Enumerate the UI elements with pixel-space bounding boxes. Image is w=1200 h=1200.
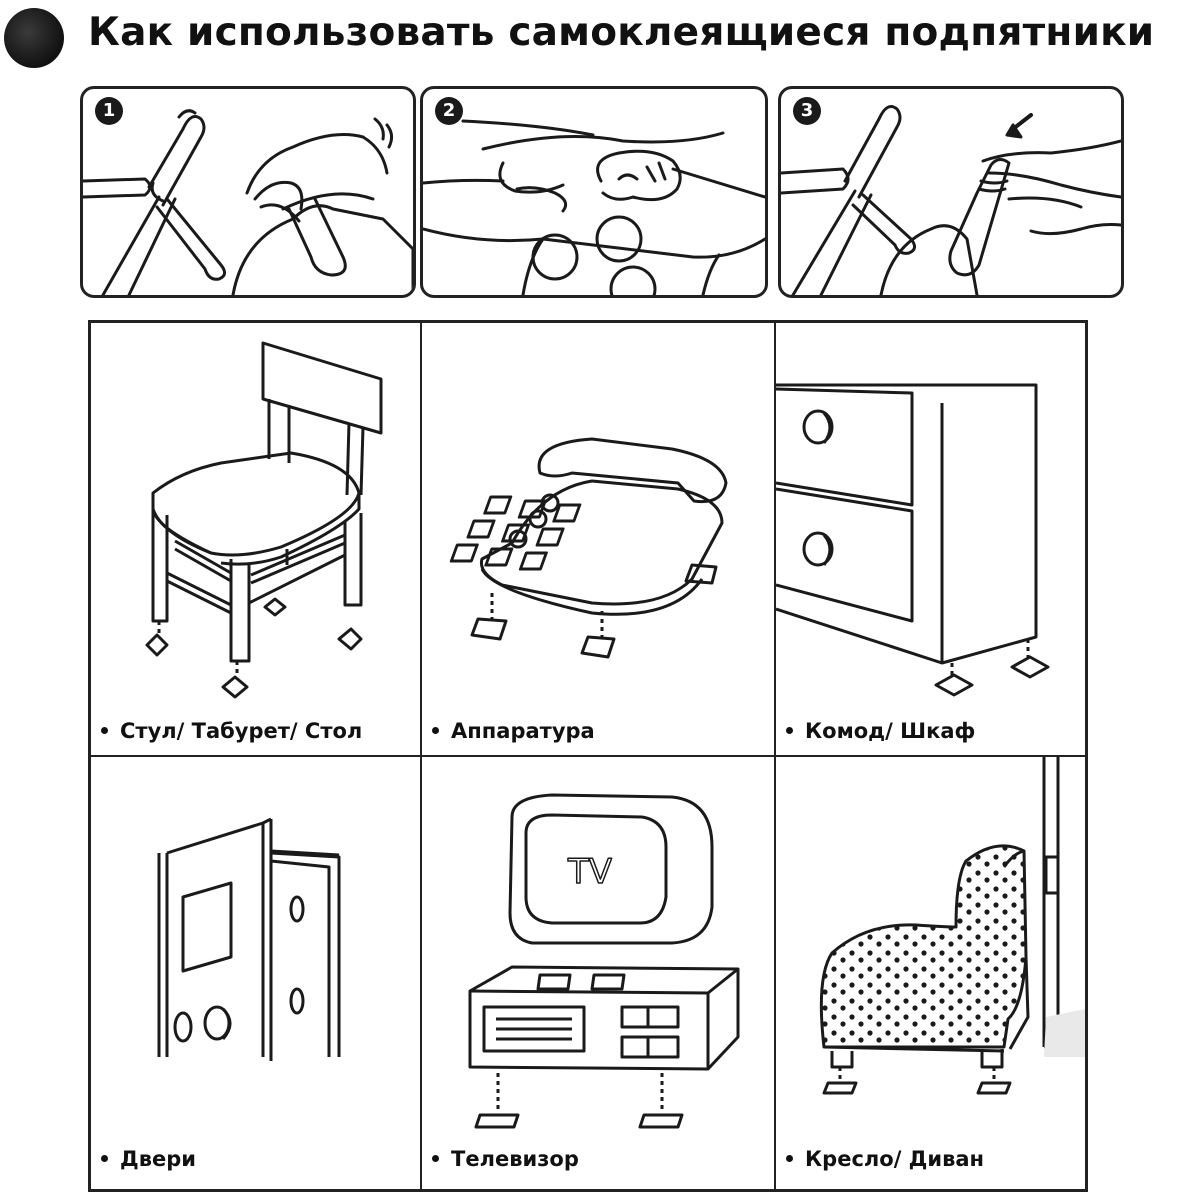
- armchair-icon: [819, 757, 1085, 1095]
- peel-pad-icon: [423, 119, 765, 295]
- grid-label-chair: Стул/ Табурет/ Стол: [101, 719, 362, 743]
- grid-cell-telephone: Аппаратура: [422, 323, 776, 757]
- step-panel-3: 3: [778, 86, 1124, 298]
- grid-cell-armchair: Кресло/ Диван: [776, 757, 1085, 1189]
- step-number-1: 1: [95, 97, 123, 125]
- chair-icon: [145, 341, 383, 699]
- header: Как использовать самоклеящиеся подпятник…: [0, 0, 1200, 80]
- telephone-icon: [449, 437, 728, 659]
- step-number-2: 2: [435, 97, 463, 125]
- grid-label-dresser: Комод/ Шкаф: [786, 719, 975, 743]
- page-title: Как использовать самоклеящиеся подпятник…: [88, 10, 1155, 55]
- grid-label-tv: Телевизор: [432, 1147, 579, 1171]
- grid-cell-door: Двери: [91, 757, 422, 1189]
- step-panel-1: 1: [80, 86, 416, 298]
- grid-label-door: Двери: [101, 1147, 196, 1171]
- grid-cell-dresser: Комод/ Шкаф: [776, 323, 1085, 757]
- step-panel-2: 2: [420, 86, 768, 298]
- grid-label-armchair: Кресло/ Диван: [786, 1147, 984, 1171]
- grid-label-telephone: Аппаратура: [432, 719, 595, 743]
- step-number-3: 3: [793, 97, 821, 125]
- tv-screen-text: TV: [567, 852, 612, 892]
- press-pad-icon: [781, 105, 1121, 295]
- tv-icon: TV: [468, 793, 740, 1129]
- wipe-chair-leg-icon: [83, 109, 413, 295]
- grid-cell-chair: Стул/ Табурет/ Стол: [91, 323, 422, 757]
- dresser-icon: [776, 383, 1050, 697]
- grid-cell-tv: TV Телевизор: [422, 757, 776, 1189]
- title-bullet-icon: [4, 8, 64, 68]
- door-icon: [157, 817, 341, 1061]
- usage-grid: Стул/ Табурет/ Стол Аппаратура: [88, 320, 1088, 1192]
